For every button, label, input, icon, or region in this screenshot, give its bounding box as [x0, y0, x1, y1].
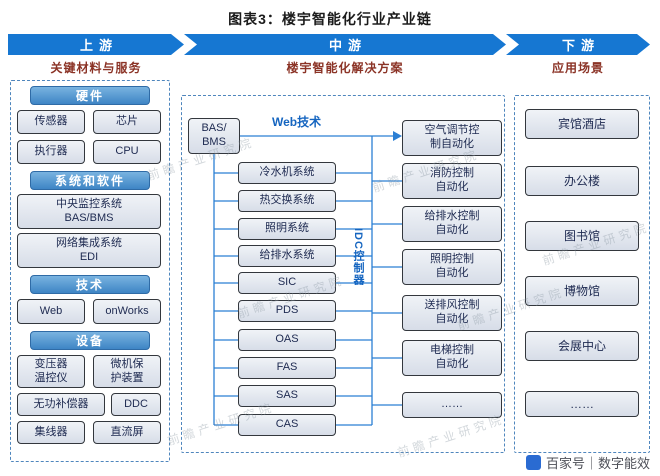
web-tech-label: Web技术 [272, 115, 322, 129]
downstream-museum: 博物馆 [525, 276, 639, 306]
system-heat-exchange: 热交换系统 [238, 190, 336, 212]
upstream-item-edi: 网络集成系统 EDI [17, 233, 161, 268]
upstream-item-hub: 集线器 [17, 421, 85, 444]
automation-elevator: 电梯控制 自动化 [402, 340, 502, 376]
system-fas: FAS [238, 357, 336, 379]
automation-water-supply: 给排水控制 自动化 [402, 206, 502, 242]
upstream-item-onworks: onWorks [93, 299, 161, 324]
downstream-sublabel: 应用场景 [551, 61, 604, 75]
source-attribution: 百家号｜数字能效 [525, 453, 650, 472]
automation-lighting-control: 照明控制 自动化 [402, 249, 502, 285]
system-lighting: 照明系统 [238, 218, 336, 240]
system-pds: PDS [238, 300, 336, 322]
downstream-hotel: 宾馆酒店 [525, 109, 639, 139]
group-header-systems-software: 系统和软件 [30, 171, 150, 190]
downstream-exhibition-center: 会展中心 [525, 331, 639, 361]
banner-upstream: 上游 [8, 34, 184, 55]
bas-bms-box: BAS/ BMS [188, 118, 240, 154]
system-oas: OAS [238, 329, 336, 351]
system-sic: SIC [238, 272, 336, 294]
group-header-equipment: 设备 [30, 331, 150, 350]
group-header-technology: 技术 [30, 275, 150, 294]
automation-ventilation: 送排风控制 自动化 [402, 295, 502, 331]
upstream-sublabel: 关键材料与服务 [50, 61, 142, 75]
system-water-drainage: 给排水系统 [238, 245, 336, 267]
upstream-item-bas-bms: 中央监控系统 BAS/BMS [17, 194, 161, 229]
automation-fire-control: 消防控制 自动化 [402, 163, 502, 199]
banner-downstream: 下游 [506, 34, 650, 55]
upstream-item-transformer-thermostat: 变压器 温控仪 [17, 355, 85, 388]
system-cas: CAS [238, 414, 336, 436]
upstream-item-reactive-compensator: 无功补偿器 [17, 393, 105, 416]
upstream-frame [10, 80, 170, 462]
system-sas: SAS [238, 385, 336, 407]
automation-ellipsis: …… [402, 392, 502, 418]
downstream-library: 图书馆 [525, 221, 639, 251]
upstream-item-ddc: DDC [111, 393, 161, 416]
upstream-item-actuator: 执行器 [17, 140, 85, 164]
downstream-frame [514, 95, 650, 453]
source-label: 百家号｜数字能效 [545, 456, 650, 471]
midstream-sublabel: 楼宇智能化解决方案 [286, 61, 404, 75]
idc-controller-label: IDC控制器 [352, 228, 364, 286]
banner-midstream: 中游 [184, 34, 506, 55]
upstream-item-dc-panel: 直流屏 [93, 421, 161, 444]
upstream-item-chip: 芯片 [93, 110, 161, 134]
upstream-item-sensor: 传感器 [17, 110, 85, 134]
system-chiller: 冷水机系统 [238, 162, 336, 184]
midstream-frame [181, 95, 505, 453]
source-logo-icon [525, 455, 541, 470]
downstream-office-building: 办公楼 [525, 166, 639, 196]
automation-air-conditioning: 空气调节控 制自动化 [402, 120, 502, 156]
group-header-hardware: 硬件 [30, 86, 150, 105]
downstream-ellipsis: …… [525, 391, 639, 417]
upstream-item-protection-device: 微机保 护装置 [93, 355, 161, 388]
upstream-item-web: Web [17, 299, 85, 324]
page-title: 图表3：楼宇智能化行业产业链 [228, 11, 432, 27]
upstream-item-cpu: CPU [93, 140, 161, 164]
